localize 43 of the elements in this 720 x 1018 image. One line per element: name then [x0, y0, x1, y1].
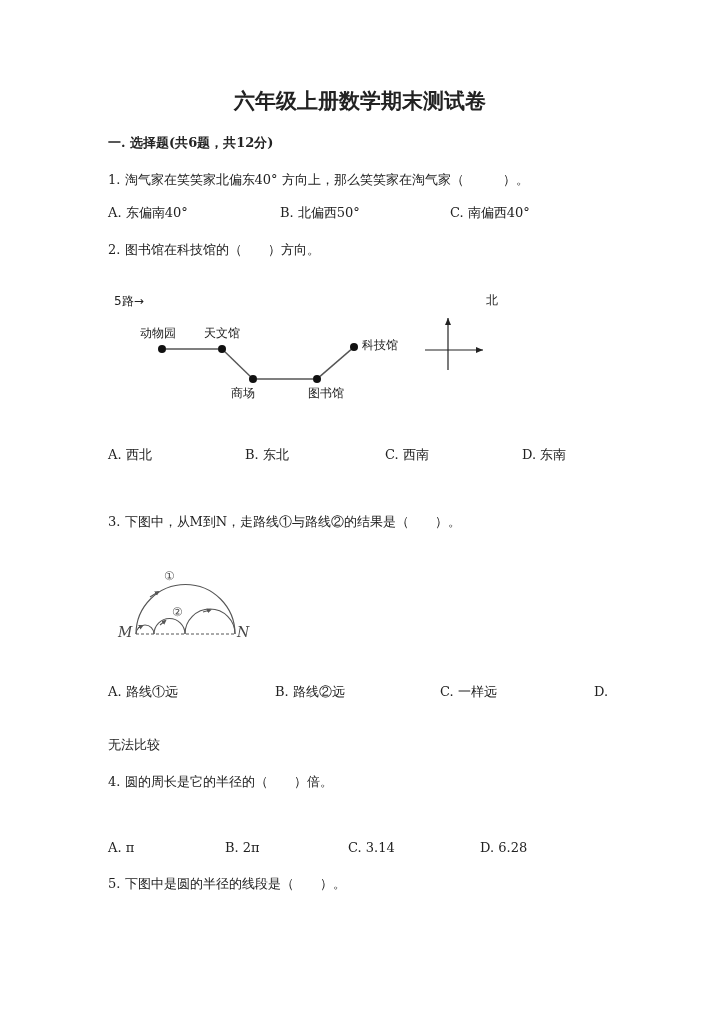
route-number: ①	[164, 568, 175, 584]
question-text: 5. 下图中是圆的半径的线段是（ ）。	[108, 876, 346, 892]
route-label: 5路→	[114, 293, 144, 309]
place-label: 天文馆	[204, 325, 240, 341]
answer-option: C. 南偏西40°	[450, 205, 530, 221]
answer-option: B. 北偏西50°	[280, 205, 360, 221]
map-point	[313, 375, 321, 383]
answer-option: A. 西北	[108, 447, 152, 463]
question-text: 4. 圆的周长是它的半径的（ ）倍。	[108, 774, 333, 790]
answer-option: A. 东偏南40°	[108, 205, 188, 221]
page-title: 六年级上册数学期末测试卷	[232, 88, 487, 114]
answer-option: D. 6.28	[480, 840, 528, 856]
answer-option: D. 东南	[522, 447, 567, 463]
answer-option: B. 东北	[245, 447, 289, 463]
answer-option: A. 路线①远	[108, 684, 178, 700]
map-point	[218, 345, 226, 353]
point-label: N	[237, 624, 250, 640]
north-label: 北	[486, 292, 498, 308]
question-text: 3. 下图中，从M到N，走路线①与路线②的结果是（ ）。	[108, 514, 462, 530]
map-point	[158, 345, 166, 353]
question-text: 1. 淘气家在笑笑家北偏东40° 方向上，那么笑笑家在淘气家（ ）。	[108, 172, 529, 188]
place-label: 图书馆	[308, 385, 344, 401]
route-line	[224, 351, 251, 377]
question-text: 2. 图书馆在科技馆的（ ）方向。	[108, 242, 320, 258]
map-point	[350, 343, 358, 351]
point-label: M	[118, 624, 133, 640]
answer-option: B. 路线②远	[275, 684, 345, 700]
answer-option: C. 西南	[385, 447, 429, 463]
place-label: 动物园	[140, 325, 176, 341]
answer-option: A. π	[108, 840, 135, 856]
answer-option: C. 一样远	[440, 684, 497, 700]
map-point	[249, 375, 257, 383]
place-label: 科技馆	[362, 337, 398, 353]
answer-option: 无法比较	[108, 737, 160, 753]
answer-option: D.	[594, 684, 609, 700]
place-label: 商场	[231, 385, 255, 401]
answer-option: B. 2π	[225, 840, 260, 856]
route-line	[256, 378, 314, 380]
route-line	[319, 348, 352, 378]
answer-option: C. 3.14	[348, 840, 395, 856]
section-heading: 一. 选择题(共6题，共12分)	[108, 135, 274, 151]
route-line	[165, 348, 219, 350]
route-number: ②	[172, 604, 183, 620]
